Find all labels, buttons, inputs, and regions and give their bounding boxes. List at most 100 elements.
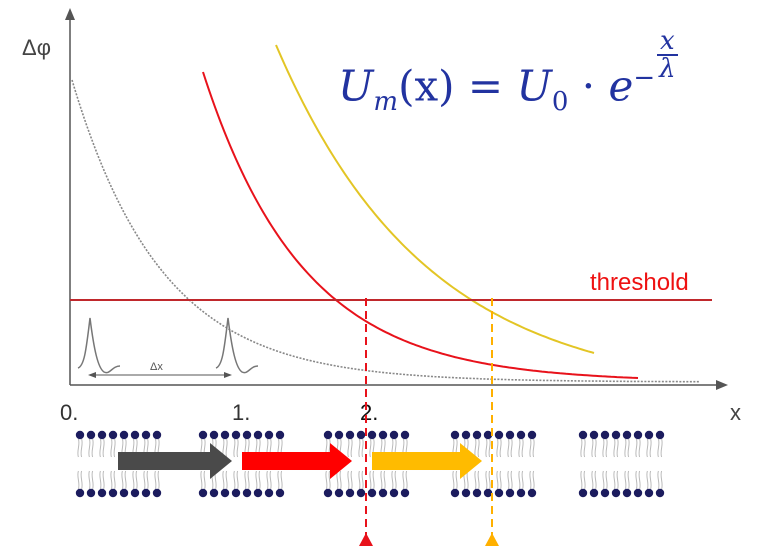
lipid-tail <box>99 470 102 490</box>
lipid-tail <box>627 470 630 490</box>
lipid-tail <box>496 470 499 490</box>
lipid-head <box>389 488 399 498</box>
lipid-tail <box>488 438 491 458</box>
lipid-tail <box>657 470 660 490</box>
lipid-tail <box>336 470 339 490</box>
lipid-head <box>356 488 366 498</box>
lipid-tail <box>280 470 283 490</box>
position-label-0: 0. <box>60 400 78 425</box>
lipid-tail <box>613 438 616 458</box>
lipid-tail <box>474 470 477 490</box>
lipid-tail <box>102 438 105 458</box>
lipid-tail <box>477 470 480 490</box>
lipid-tail <box>88 470 91 490</box>
lipid-tail <box>91 470 94 490</box>
lipid-head <box>600 488 610 498</box>
lipid-tail <box>157 470 160 490</box>
lipid-head <box>264 430 274 440</box>
lipid-head <box>389 430 399 440</box>
lipid-head <box>231 430 241 440</box>
lipid-head <box>622 430 632 440</box>
lipid-tail <box>499 438 502 458</box>
propagation-arrow-red <box>242 443 352 479</box>
lipid-tail <box>80 470 83 490</box>
lipid-tail <box>532 438 535 458</box>
lipid-tail <box>391 470 394 490</box>
lipid-tail <box>518 470 521 490</box>
lipid-tail <box>358 470 361 490</box>
y-axis-arrow <box>65 8 75 20</box>
lipid-tail <box>77 438 80 458</box>
lipid-head <box>108 488 118 498</box>
lipid-tail <box>200 470 203 490</box>
action-potential-spike-left <box>77 317 121 374</box>
lipid-head <box>264 488 274 498</box>
lipid-tail <box>233 470 236 490</box>
dx-arrow-right-head <box>224 372 232 378</box>
lipid-head <box>644 488 654 498</box>
lipid-tail <box>102 470 105 490</box>
lipid-head <box>505 488 515 498</box>
lipid-tail <box>474 438 477 458</box>
lipid-tail <box>236 470 239 490</box>
lipid-tail <box>638 470 641 490</box>
lipid-head <box>472 488 482 498</box>
lipid-head <box>275 430 285 440</box>
lipid-head <box>483 430 493 440</box>
lipid-tail <box>358 438 361 458</box>
lipid-tail <box>369 438 372 458</box>
lipid-tail <box>113 438 116 458</box>
lipid-tail <box>402 470 405 490</box>
orange-marker-triangle <box>485 533 499 546</box>
lipid-tail <box>405 470 408 490</box>
lipid-tail <box>496 438 499 458</box>
lipid-tail <box>135 470 138 490</box>
lipid-tail <box>146 470 149 490</box>
formula-exp-num: x <box>657 28 678 56</box>
lipid-head <box>589 488 599 498</box>
lipid-tail <box>325 470 328 490</box>
membrane-segment-1 <box>198 430 285 498</box>
lipid-head <box>334 488 344 498</box>
lipid-tail <box>521 438 524 458</box>
lipid-tail <box>236 438 239 458</box>
propagation-arrow-orange <box>372 443 482 479</box>
lipid-tail <box>110 470 113 490</box>
lipid-tail <box>649 470 652 490</box>
lipid-tail <box>529 470 532 490</box>
lipid-head <box>600 430 610 440</box>
lipid-tail <box>635 470 638 490</box>
lipid-tail <box>255 470 258 490</box>
lipid-tail <box>591 470 594 490</box>
lipid-tail <box>369 470 372 490</box>
lipid-tail <box>466 470 469 490</box>
lipid-tail <box>657 438 660 458</box>
lipid-head <box>367 430 377 440</box>
lipid-tail <box>594 470 597 490</box>
membrane-segment-0 <box>75 430 162 498</box>
action-potential-spike-right <box>215 317 259 374</box>
lipid-tail <box>91 438 94 458</box>
lipid-tail <box>154 470 157 490</box>
lipid-tail <box>605 438 608 458</box>
formula-lhs-symbol: U <box>338 61 374 111</box>
lipid-tail <box>277 470 280 490</box>
position-label-1: 1. <box>232 400 250 425</box>
lipid-tail <box>394 470 397 490</box>
membrane-segment-3 <box>450 430 537 498</box>
lipid-head <box>516 488 526 498</box>
membrane-segments <box>75 430 665 498</box>
lipid-tail <box>347 438 350 458</box>
lipid-head <box>505 430 515 440</box>
lipid-head <box>198 430 208 440</box>
lipid-tail <box>124 470 127 490</box>
lipid-tail <box>350 470 353 490</box>
lipid-tail <box>613 470 616 490</box>
formula-exp-den: λ <box>659 54 676 84</box>
x-axis-label: x <box>730 400 741 425</box>
lipid-head <box>75 430 85 440</box>
lipid-head <box>655 488 665 498</box>
lipid-tail <box>624 470 627 490</box>
lipid-tail <box>529 438 532 458</box>
